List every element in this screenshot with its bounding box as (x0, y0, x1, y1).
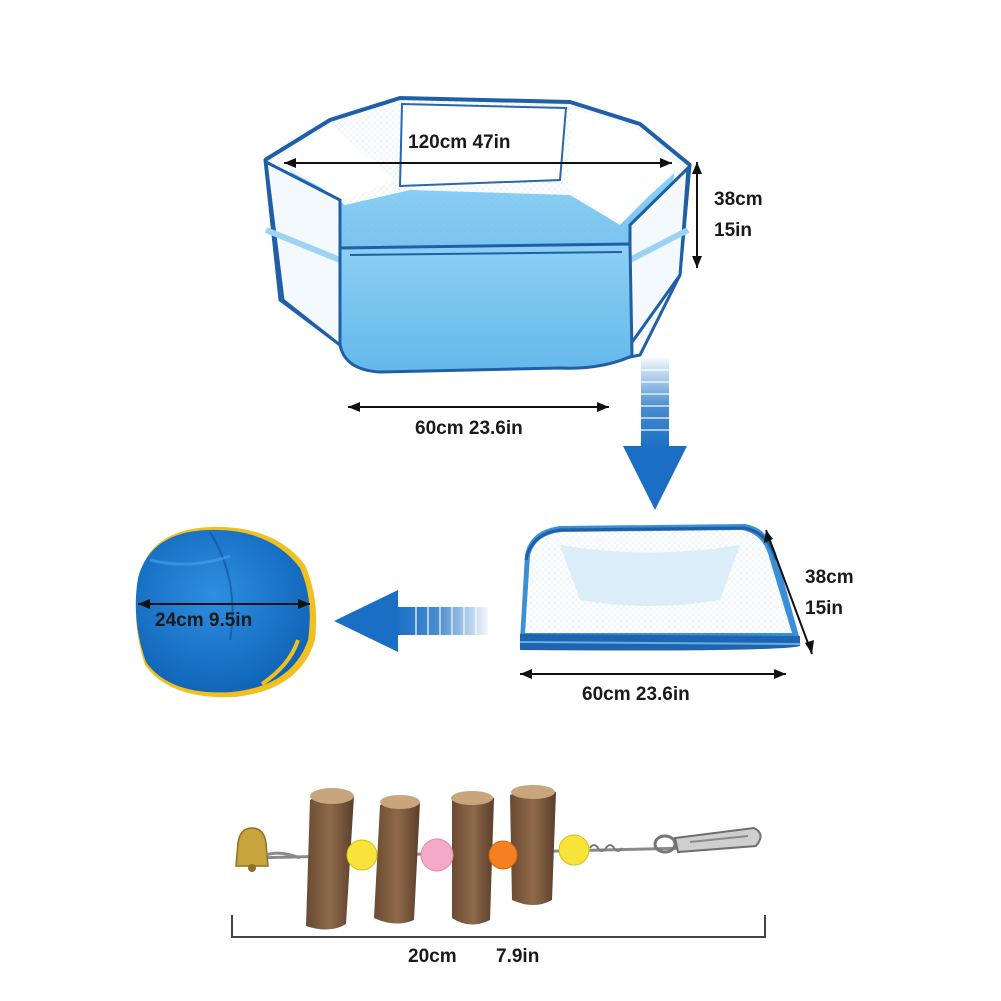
playpen-mesh-right (568, 108, 680, 222)
folded-height-label: 38cm 15in (805, 562, 854, 624)
folded-height-cm: 38cm (805, 567, 854, 588)
open-side-dimension-line (348, 402, 609, 412)
open-playpen (263, 95, 692, 374)
arrow-left-gradient-icon (334, 590, 488, 652)
open-height-cm: 38cm (714, 189, 763, 210)
bead (558, 834, 590, 866)
wood-stick (510, 785, 556, 905)
folded-width-label: 60cm 23.6in (582, 684, 690, 705)
wood-stick (306, 788, 354, 930)
playpen-front-panel (338, 242, 634, 374)
open-width-dimension-line (284, 158, 672, 168)
folded-height-in: 15in (805, 598, 844, 619)
metal-clip-icon (653, 826, 762, 854)
open-height-in: 15in (714, 220, 753, 241)
open-side-label: 60cm 23.6in (415, 418, 523, 439)
toy-length-cm-label: 20cm (408, 946, 457, 967)
bell-icon (235, 827, 269, 872)
bead (346, 839, 378, 871)
playpen-mesh-back (398, 102, 568, 188)
toy-length-bracket (231, 915, 766, 938)
toy-length-in-label: 7.9in (496, 946, 540, 967)
open-height-label: 38cm 15in (714, 184, 763, 246)
playpen-top-rim (263, 95, 692, 167)
storage-bag (135, 526, 317, 698)
folded-height-dimension-line (764, 529, 814, 655)
chew-toy (235, 785, 762, 930)
bag-diameter-dimension-line (138, 599, 310, 609)
folded-playpen (519, 524, 801, 651)
bead (420, 838, 454, 872)
bag-diameter-label: 24cm 9.5in (155, 610, 253, 631)
wood-stick (451, 791, 494, 925)
bead (488, 840, 518, 870)
arrow-down-gradient-icon (623, 358, 687, 510)
wood-stick (374, 795, 420, 924)
open-height-dimension-line (692, 162, 702, 268)
folded-width-dimension-line (520, 669, 786, 679)
open-width-label: 120cm 47in (408, 132, 511, 153)
